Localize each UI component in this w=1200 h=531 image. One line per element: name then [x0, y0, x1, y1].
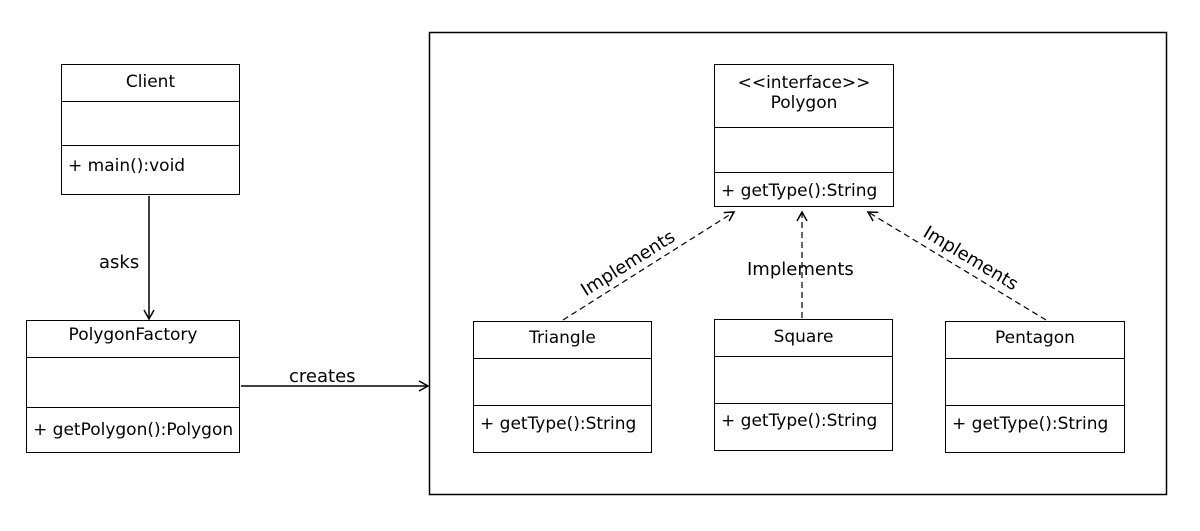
creates-label: creates — [289, 366, 356, 387]
client-operation: + main():void — [68, 156, 186, 176]
pentagon-class-box: Pentagon + getType():String — [945, 321, 1125, 453]
package-frame — [428, 31, 1168, 496]
polygon-interface-box: <<interface>> Polygon + getType():String — [714, 64, 894, 207]
client-attributes — [62, 101, 239, 145]
triangle-attributes — [474, 358, 651, 405]
square-operation: + getType():String — [721, 411, 878, 431]
triangle-operation: + getType():String — [480, 414, 637, 434]
polygon-stereotype: <<interface>> — [737, 73, 871, 93]
triangle-class-box: Triangle + getType():String — [473, 321, 652, 453]
pentagon-attributes — [946, 358, 1124, 405]
asks-label: asks — [99, 252, 140, 273]
square-class-box: Square + getType():String — [714, 319, 893, 451]
pentagon-operation: + getType():String — [952, 414, 1109, 434]
implements-arrow-triangle — [562, 211, 736, 321]
polygon-operation: + getType():String — [721, 181, 878, 201]
implements-label-square: Implements — [747, 259, 854, 280]
polygon-interface-name: Polygon — [770, 93, 838, 113]
polygon-factory-class-name: PolygonFactory — [68, 325, 198, 345]
triangle-class-name: Triangle — [529, 328, 596, 348]
implements-arrow-pentagon — [866, 211, 1047, 321]
square-attributes — [715, 356, 892, 403]
pentagon-class-name: Pentagon — [995, 328, 1075, 348]
polygon-attributes — [715, 127, 893, 172]
client-class-name: Client — [125, 72, 176, 92]
square-class-name: Square — [773, 327, 834, 347]
polygon-factory-attributes — [27, 357, 239, 407]
polygon-factory-class-box: PolygonFactory + getPolygon():Polygon — [26, 320, 240, 453]
polygon-factory-operation: + getPolygon():Polygon — [33, 420, 234, 440]
client-class-box: Client + main():void — [61, 64, 240, 195]
